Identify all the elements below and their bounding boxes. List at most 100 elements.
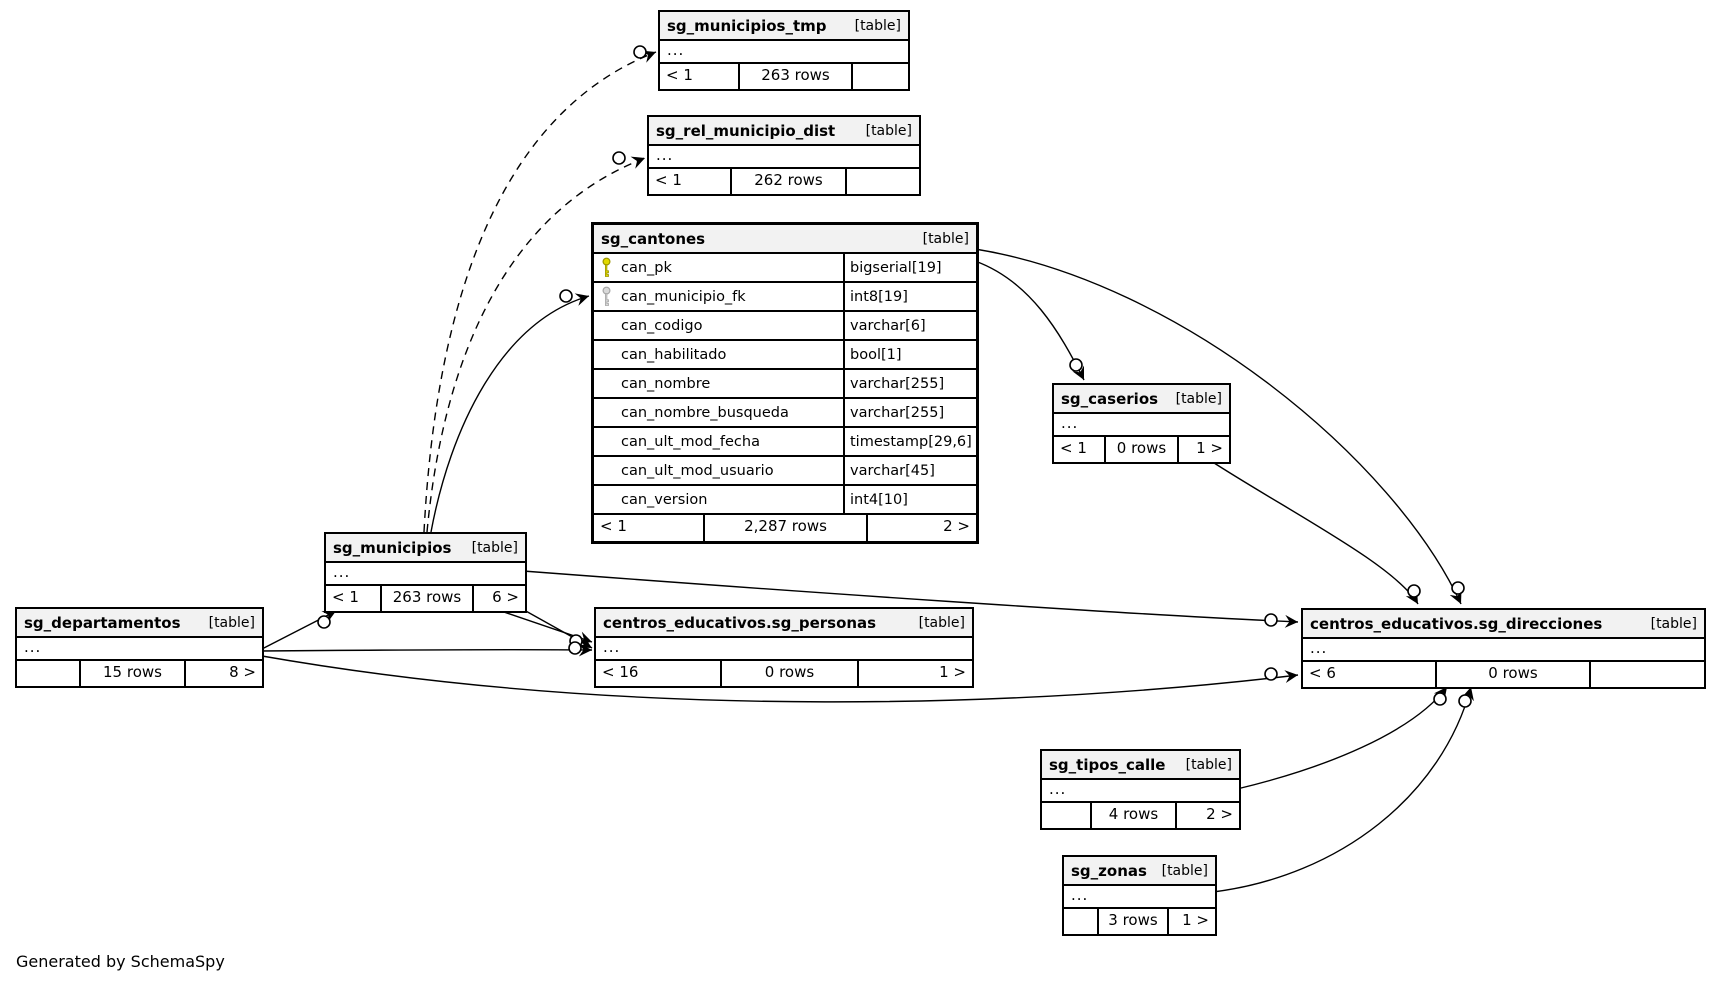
footer-parents (17, 661, 79, 686)
column-name: can_nombre_busqueda (621, 404, 789, 421)
table-header: centros_educativos.sg_direcciones [table… (1303, 610, 1704, 639)
table-footer: 15 rows 8 > (17, 661, 262, 686)
table-footer: < 1 262 rows (649, 169, 919, 194)
table-type-tag: [table] (1161, 862, 1208, 879)
table-name: sg_caserios (1061, 389, 1159, 408)
footer-row-count: 2,287 rows (703, 515, 866, 541)
column-row[interactable]: can_nombre varchar[255] (594, 370, 976, 399)
column-type: varchar[255] (843, 399, 976, 426)
column-type: int8[19] (843, 283, 976, 310)
relation-caserios-direcciones (1210, 460, 1419, 605)
table-name: sg_zonas (1071, 861, 1147, 880)
cardinality-circles (317, 45, 1472, 708)
column-row[interactable]: can_pk bigserial[19] (594, 254, 976, 283)
column-name: can_habilitado (621, 346, 727, 363)
footer-children: 1 > (857, 661, 972, 686)
table-type-tag: [table] (865, 122, 912, 139)
table-type-tag: [table] (1185, 756, 1232, 773)
column-row[interactable]: can_municipio_fk int8[19] (594, 283, 976, 312)
collapsed-columns: ... (660, 41, 908, 64)
column-name: can_pk (621, 259, 672, 276)
footer-parents: < 1 (600, 517, 627, 535)
footer-row-count: 263 rows (380, 586, 472, 611)
column-name: can_ult_mod_fecha (621, 433, 760, 450)
column-name: can_municipio_fk (621, 288, 746, 305)
table-node-sg-cantones[interactable]: sg_cantones [table] can_pk bigserial[19]… (591, 222, 979, 544)
collapsed-columns: ... (1064, 886, 1215, 909)
table-node-centros-educativos-sg-personas[interactable]: centros_educativos.sg_personas [table] .… (594, 607, 974, 688)
table-name: sg_cantones (601, 229, 706, 248)
footer-children (851, 64, 908, 89)
column-row[interactable]: can_codigo varchar[6] (594, 312, 976, 341)
column-row[interactable]: can_nombre_busqueda varchar[255] (594, 399, 976, 428)
table-type-tag: [table] (471, 539, 518, 556)
table-type-tag: [table] (918, 614, 965, 631)
column-type: varchar[255] (843, 370, 976, 397)
table-node-sg-zonas[interactable]: sg_zonas [table] ... 3 rows 1 > (1062, 855, 1217, 936)
table-header: sg_tipos_calle [table] (1042, 751, 1239, 780)
table-name: centros_educativos.sg_direcciones (1310, 614, 1603, 633)
footer-row-count: 0 rows (1435, 662, 1589, 687)
table-node-sg-departamentos[interactable]: sg_departamentos [table] ... 15 rows 8 > (15, 607, 264, 688)
table-footer: 4 rows 2 > (1042, 803, 1239, 828)
table-node-sg-caserios[interactable]: sg_caserios [table] ... < 1 0 rows 1 > (1052, 383, 1231, 464)
footer-children: 2 > (866, 515, 976, 541)
table-node-sg-municipios-tmp[interactable]: sg_municipios_tmp [table] ... < 1 263 ro… (658, 10, 910, 91)
footer-parents: < 1 (666, 66, 693, 84)
column-name: can_codigo (621, 317, 703, 334)
footer-children: 1 > (1177, 437, 1229, 462)
foreign-key-icon (601, 286, 617, 307)
footer-parents (1042, 803, 1090, 828)
table-footer: < 1 263 rows 6 > (326, 586, 525, 611)
table-name: sg_municipios (333, 538, 452, 557)
footer-row-count: 262 rows (730, 169, 845, 194)
collapsed-columns: ... (326, 563, 525, 586)
collapsed-columns: ... (596, 638, 972, 661)
column-type: varchar[6] (843, 312, 976, 339)
footer-parents: < 1 (655, 171, 682, 189)
column-row[interactable]: can_version int4[10] (594, 486, 976, 515)
footer-parents (1064, 909, 1097, 934)
table-header: sg_rel_municipio_dist [table] (649, 117, 919, 146)
table-header: sg_municipios_tmp [table] (660, 12, 908, 41)
table-node-centros-educativos-sg-direcciones[interactable]: centros_educativos.sg_direcciones [table… (1301, 608, 1706, 689)
relation-tiposcalle-direcciones (1236, 686, 1448, 790)
table-node-sg-rel-municipio-dist[interactable]: sg_rel_municipio_dist [table] ... < 1 26… (647, 115, 921, 196)
relation-cantones-direcciones (974, 248, 1462, 605)
column-row[interactable]: can_ult_mod_usuario varchar[45] (594, 457, 976, 486)
table-type-tag: [table] (922, 230, 969, 247)
table-node-sg-municipios[interactable]: sg_municipios [table] ... < 1 263 rows 6… (324, 532, 527, 613)
column-name: can_ult_mod_usuario (621, 462, 774, 479)
footer-children: 6 > (472, 586, 525, 611)
table-footer: < 6 0 rows (1303, 662, 1704, 687)
table-type-tag: [table] (1650, 615, 1697, 632)
footer-children: 8 > (184, 661, 262, 686)
table-footer: < 1 263 rows (660, 64, 908, 89)
table-header: sg_departamentos [table] (17, 609, 262, 638)
footer-row-count: 4 rows (1090, 803, 1175, 828)
column-type: bigserial[19] (843, 254, 976, 281)
table-footer: 3 rows 1 > (1064, 909, 1215, 934)
footer-parents: < 6 (1309, 664, 1336, 682)
generated-by-note: Generated by SchemaSpy (16, 952, 225, 971)
footer-children (1589, 662, 1704, 687)
table-header: sg_zonas [table] (1064, 857, 1215, 886)
column-row[interactable]: can_habilitado bool[1] (594, 341, 976, 370)
collapsed-columns: ... (1042, 780, 1239, 803)
column-type: timestamp[29,6] (843, 428, 976, 455)
table-node-sg-tipos-calle[interactable]: sg_tipos_calle [table] ... 4 rows 2 > (1040, 749, 1241, 830)
footer-children: 1 > (1167, 909, 1215, 934)
footer-row-count: 3 rows (1097, 909, 1167, 934)
table-header: sg_cantones [table] (594, 225, 976, 254)
collapsed-columns: ... (1303, 639, 1704, 662)
table-footer: < 1 2,287 rows 2 > (594, 515, 976, 541)
collapsed-columns: ... (17, 638, 262, 661)
column-row[interactable]: can_ult_mod_fecha timestamp[29,6] (594, 428, 976, 457)
column-type: bool[1] (843, 341, 976, 368)
table-name: sg_municipios_tmp (667, 16, 827, 35)
relation-municipios-direcciones (522, 570, 1299, 628)
collapsed-columns: ... (1054, 414, 1229, 437)
table-header: centros_educativos.sg_personas [table] (596, 609, 972, 638)
relation-zonas-direcciones (1212, 686, 1474, 893)
